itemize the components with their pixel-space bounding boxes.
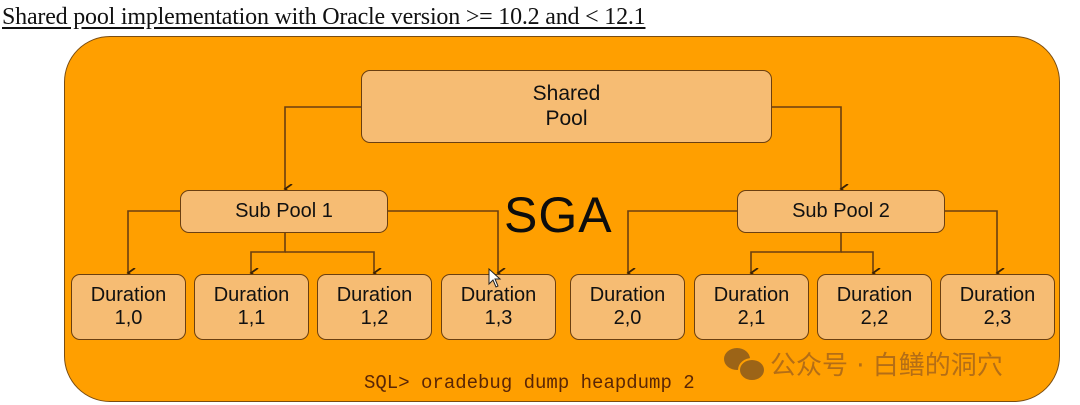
duration-2-1-node: Duration 2,1 <box>694 274 809 340</box>
sub-pool-1-node: Sub Pool 1 <box>180 190 388 233</box>
duration-label: Duration <box>90 284 167 306</box>
duration-index: 2,3 <box>983 307 1012 329</box>
duration-2-3-node: Duration 2,3 <box>940 274 1055 340</box>
duration-1-2-node: Duration 1,2 <box>317 274 432 340</box>
duration-1-0-node: Duration 1,0 <box>71 274 186 340</box>
mouse-cursor-icon <box>488 268 502 288</box>
sub-pool-2-label: Sub Pool 2 <box>792 200 890 222</box>
duration-label: Duration <box>213 284 290 306</box>
duration-label: Duration <box>460 284 537 306</box>
sub-pool-2-node: Sub Pool 2 <box>737 190 945 233</box>
shared-pool-node: Shared Pool <box>361 70 772 143</box>
duration-index: 2,2 <box>860 307 889 329</box>
wechat-icon <box>724 347 766 382</box>
duration-1-3-node: Duration 1,3 <box>441 274 556 340</box>
duration-label: Duration <box>589 284 666 306</box>
shared-pool-label-line1: Shared <box>532 82 601 106</box>
duration-index: 2,1 <box>737 307 766 329</box>
watermark: 公众号 · 白鳝的洞穴 <box>724 345 1003 382</box>
duration-1-1-node: Duration 1,1 <box>194 274 309 340</box>
duration-label: Duration <box>836 284 913 306</box>
duration-label: Duration <box>336 284 413 306</box>
duration-index: 1,3 <box>484 307 513 329</box>
duration-2-0-node: Duration 2,0 <box>570 274 685 340</box>
duration-index: 1,0 <box>114 307 143 329</box>
watermark-text: 公众号 · 白鳝的洞穴 <box>770 351 1003 381</box>
slide-title: Shared pool implementation with Oracle v… <box>2 4 646 30</box>
duration-index: 1,1 <box>237 307 266 329</box>
duration-label: Duration <box>713 284 790 306</box>
duration-2-2-node: Duration 2,2 <box>817 274 932 340</box>
duration-index: 2,0 <box>613 307 642 329</box>
duration-index: 1,2 <box>360 307 389 329</box>
sga-label: SGA <box>504 187 613 243</box>
sql-command: SQL> oradebug dump heapdump 2 <box>364 372 695 394</box>
shared-pool-label-line2: Pool <box>545 106 588 130</box>
sub-pool-1-label: Sub Pool 1 <box>235 200 333 222</box>
duration-label: Duration <box>959 284 1036 306</box>
